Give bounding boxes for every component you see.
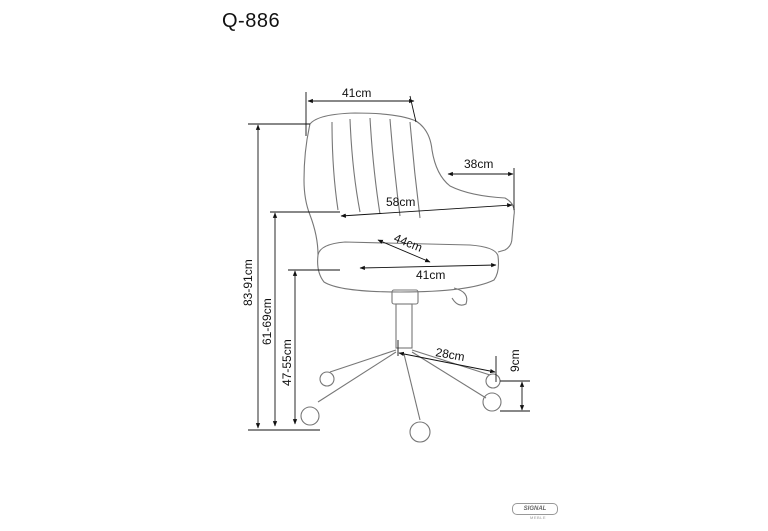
dim-label-seat-depth: 44cm (392, 231, 424, 255)
dim-line-seat-width (359, 262, 497, 271)
backrest-shape (309, 112, 515, 253)
caster-left (300, 406, 320, 426)
base-leg-front (403, 353, 421, 421)
base-leg-front-left (317, 351, 397, 403)
dim-label-overall-width: 58cm (386, 195, 415, 209)
logo-sub: MEBLE (530, 515, 547, 520)
backrest-left-side (303, 123, 319, 256)
dim-label-base-radius: 28cm (434, 345, 465, 364)
dim-label-armrest-height: 61-69cm (260, 298, 274, 345)
dim-line-base-radius (398, 351, 496, 374)
base-leg-left (329, 349, 397, 373)
dim-line-seat-depth (377, 239, 431, 263)
caster-back-left (319, 371, 335, 387)
dim-label-caster-height: 9cm (508, 349, 522, 372)
backrest-channel-1 (331, 121, 339, 211)
backrest-channel-2 (349, 118, 361, 213)
caster-front (409, 421, 431, 443)
signal-logo: SIGNAL MEBLE (512, 503, 558, 520)
dim-label-seat-width: 41cm (416, 268, 445, 282)
gas-lift-lever (451, 287, 468, 306)
logo-brand: SIGNAL (512, 503, 558, 515)
dim-label-overall-height: 83-91cm (241, 259, 255, 306)
caster-back-right (485, 373, 501, 389)
gas-lift-cylinder (395, 303, 413, 349)
dim-label-armrest: 38cm (464, 157, 493, 171)
caster-right (482, 392, 502, 412)
dimension-lines (248, 92, 530, 431)
backrest-channel-3 (369, 117, 381, 215)
dim-label-top-width: 41cm (342, 86, 371, 100)
product-title: Q-886 (222, 10, 281, 32)
dim-line-overall-width (340, 203, 513, 218)
dim-label-seat-height: 47-55cm (280, 339, 294, 386)
